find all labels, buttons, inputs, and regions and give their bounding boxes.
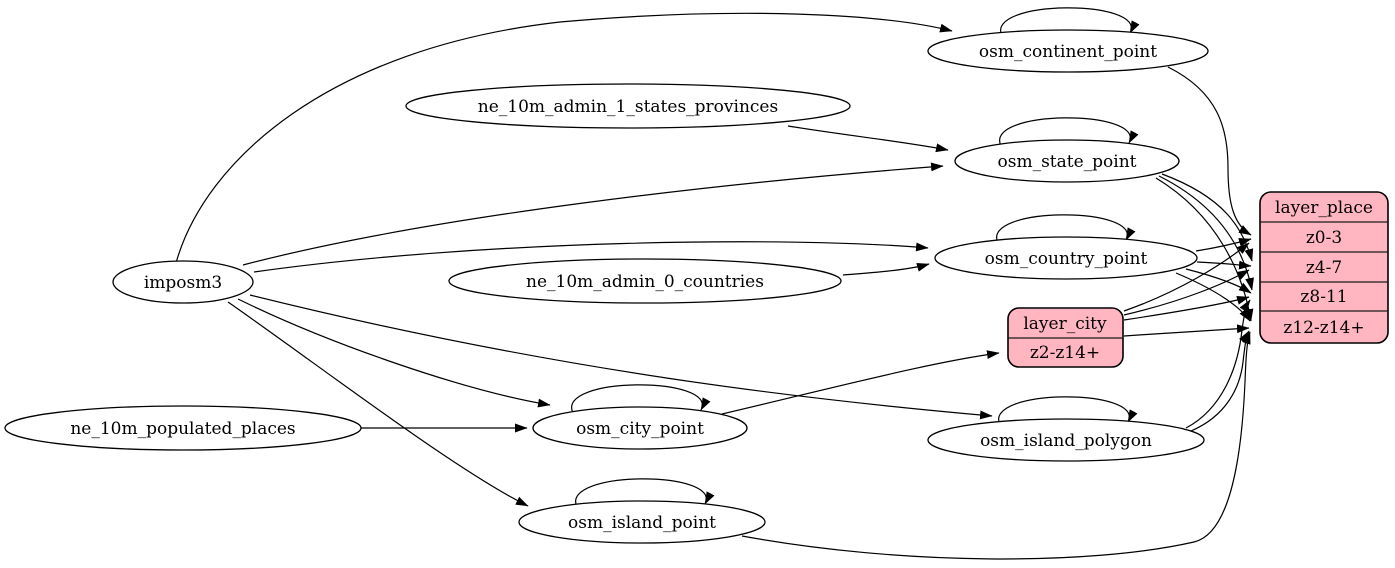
record-layer-place-shape	[1259, 191, 1389, 344]
node-ne-10m-populated-places-shape	[4, 405, 362, 451]
node-ne-10m-admin-1-states-provinces: ne_10m_admin_1_states_provinces	[405, 83, 851, 129]
node-osm-island-polygon: osm_island_polygon	[927, 418, 1205, 462]
node-ne-10m-populated-places-label: ne_10m_populated_places	[70, 419, 295, 439]
record-layer-place-row-z8-11: z8-11	[1300, 287, 1347, 307]
node-osm-continent-point: osm_continent_point	[927, 29, 1209, 73]
node-osm-island-point-shape	[518, 500, 766, 544]
edge-imposm3-osm-island-polygon	[249, 294, 993, 420]
nodes-layer: imposm3 ne_10m_admin_1_states_provinces …	[4, 29, 1209, 544]
node-osm-island-polygon-label: osm_island_polygon	[980, 431, 1152, 451]
edge-osm-country-point-layer-place-z4-7	[1196, 260, 1252, 270]
node-osm-island-point-label: osm_island_point	[568, 513, 716, 533]
node-osm-country-point-shape	[934, 236, 1198, 280]
edge-layer-city-layer-place-z4-7	[1123, 269, 1250, 316]
record-layer-place-title: layer_place	[1275, 198, 1373, 218]
node-osm-country-point-label: osm_country_point	[985, 249, 1148, 269]
edge-imposm3-osm-continent-point	[175, 12, 953, 264]
self-loop-osm-country-point	[996, 214, 1136, 244]
record-layer-city-row-z2-z14: z2-z14+	[1030, 343, 1100, 363]
node-osm-state-point-label: osm_state_point	[998, 152, 1137, 172]
node-osm-continent-point-shape	[927, 29, 1209, 73]
self-loop-osm-continent-point	[1000, 7, 1140, 37]
record-layer-place: layer_place z0-3 z4-7 z8-11 z12-z14+	[1259, 191, 1389, 344]
edge-osm-city-point-layer-city-z2-z14	[721, 350, 1000, 415]
edge-imposm3-osm-island-point	[227, 301, 529, 507]
node-osm-state-point-shape	[954, 139, 1180, 183]
node-osm-island-polygon-shape	[927, 418, 1205, 462]
self-loop-osm-island-polygon	[998, 396, 1138, 426]
edge-osm-country-point-layer-place-z0-3	[1195, 238, 1252, 252]
edge-layer-city-layer-place-z0-3	[1123, 242, 1250, 312]
record-layer-place-row-z12-z14: z12-z14+	[1283, 318, 1364, 338]
record-layer-place-row-z0-3: z0-3	[1306, 228, 1342, 248]
record-layer-city-title: layer_city	[1023, 314, 1107, 334]
node-imposm3-shape	[112, 260, 254, 304]
node-ne-10m-admin-1-shape	[405, 83, 851, 129]
self-loop-osm-state-point	[999, 117, 1139, 147]
node-osm-continent-point-label: osm_continent_point	[979, 42, 1157, 62]
edge-osm-island-point-layer-place-z12-z14	[741, 331, 1251, 560]
node-osm-state-point: osm_state_point	[954, 139, 1180, 183]
node-ne-10m-admin-0-countries: ne_10m_admin_0_countries	[448, 258, 842, 304]
node-ne-10m-admin-1-label: ne_10m_admin_1_states_provinces	[478, 97, 778, 117]
node-osm-city-point: osm_city_point	[532, 406, 748, 450]
self-loop-osm-island-point	[575, 478, 715, 508]
edge-osm-island-polygon-layer-place-z12-z14	[1190, 330, 1250, 432]
node-osm-island-point: osm_island_point	[518, 500, 766, 544]
node-ne-10m-populated-places: ne_10m_populated_places	[4, 405, 362, 451]
edge-osm-country-point-layer-place-z12-z14	[1175, 272, 1251, 322]
record-layer-place-row-z4-7: z4-7	[1306, 258, 1342, 278]
node-ne-10m-admin-0-shape	[448, 258, 842, 304]
node-ne-10m-admin-0-label: ne_10m_admin_0_countries	[526, 272, 764, 292]
edge-osm-continent-point-layer-place-z0-3	[1167, 66, 1252, 236]
node-imposm3-label: imposm3	[144, 273, 222, 293]
edge-osm-island-polygon-layer-place-z8-11	[1185, 299, 1251, 429]
node-osm-country-point: osm_country_point	[934, 236, 1198, 280]
edge-layer-city-layer-place-z12-z14	[1123, 324, 1250, 337]
edge-imposm3-osm-city-point	[237, 298, 551, 408]
self-loop-osm-city-point	[571, 384, 711, 414]
edges-layer	[175, 7, 1254, 560]
edge-osm-country-point-layer-place-z8-11	[1185, 268, 1252, 294]
edge-imposm3-osm-country-point	[253, 241, 929, 273]
edge-imposm3-osm-state-point	[242, 162, 944, 266]
edge-ne-10m-admin-1-osm-state-point	[787, 125, 949, 153]
node-osm-city-point-shape	[532, 406, 748, 450]
edge-ne-10m-admin-0-osm-country-point	[842, 263, 930, 276]
edge-layer-city-layer-place-z8-11	[1123, 296, 1250, 321]
node-osm-city-point-label: osm_city_point	[576, 419, 704, 439]
node-imposm3: imposm3	[112, 260, 254, 304]
record-layer-city: layer_city z2-z14+	[1007, 307, 1124, 368]
